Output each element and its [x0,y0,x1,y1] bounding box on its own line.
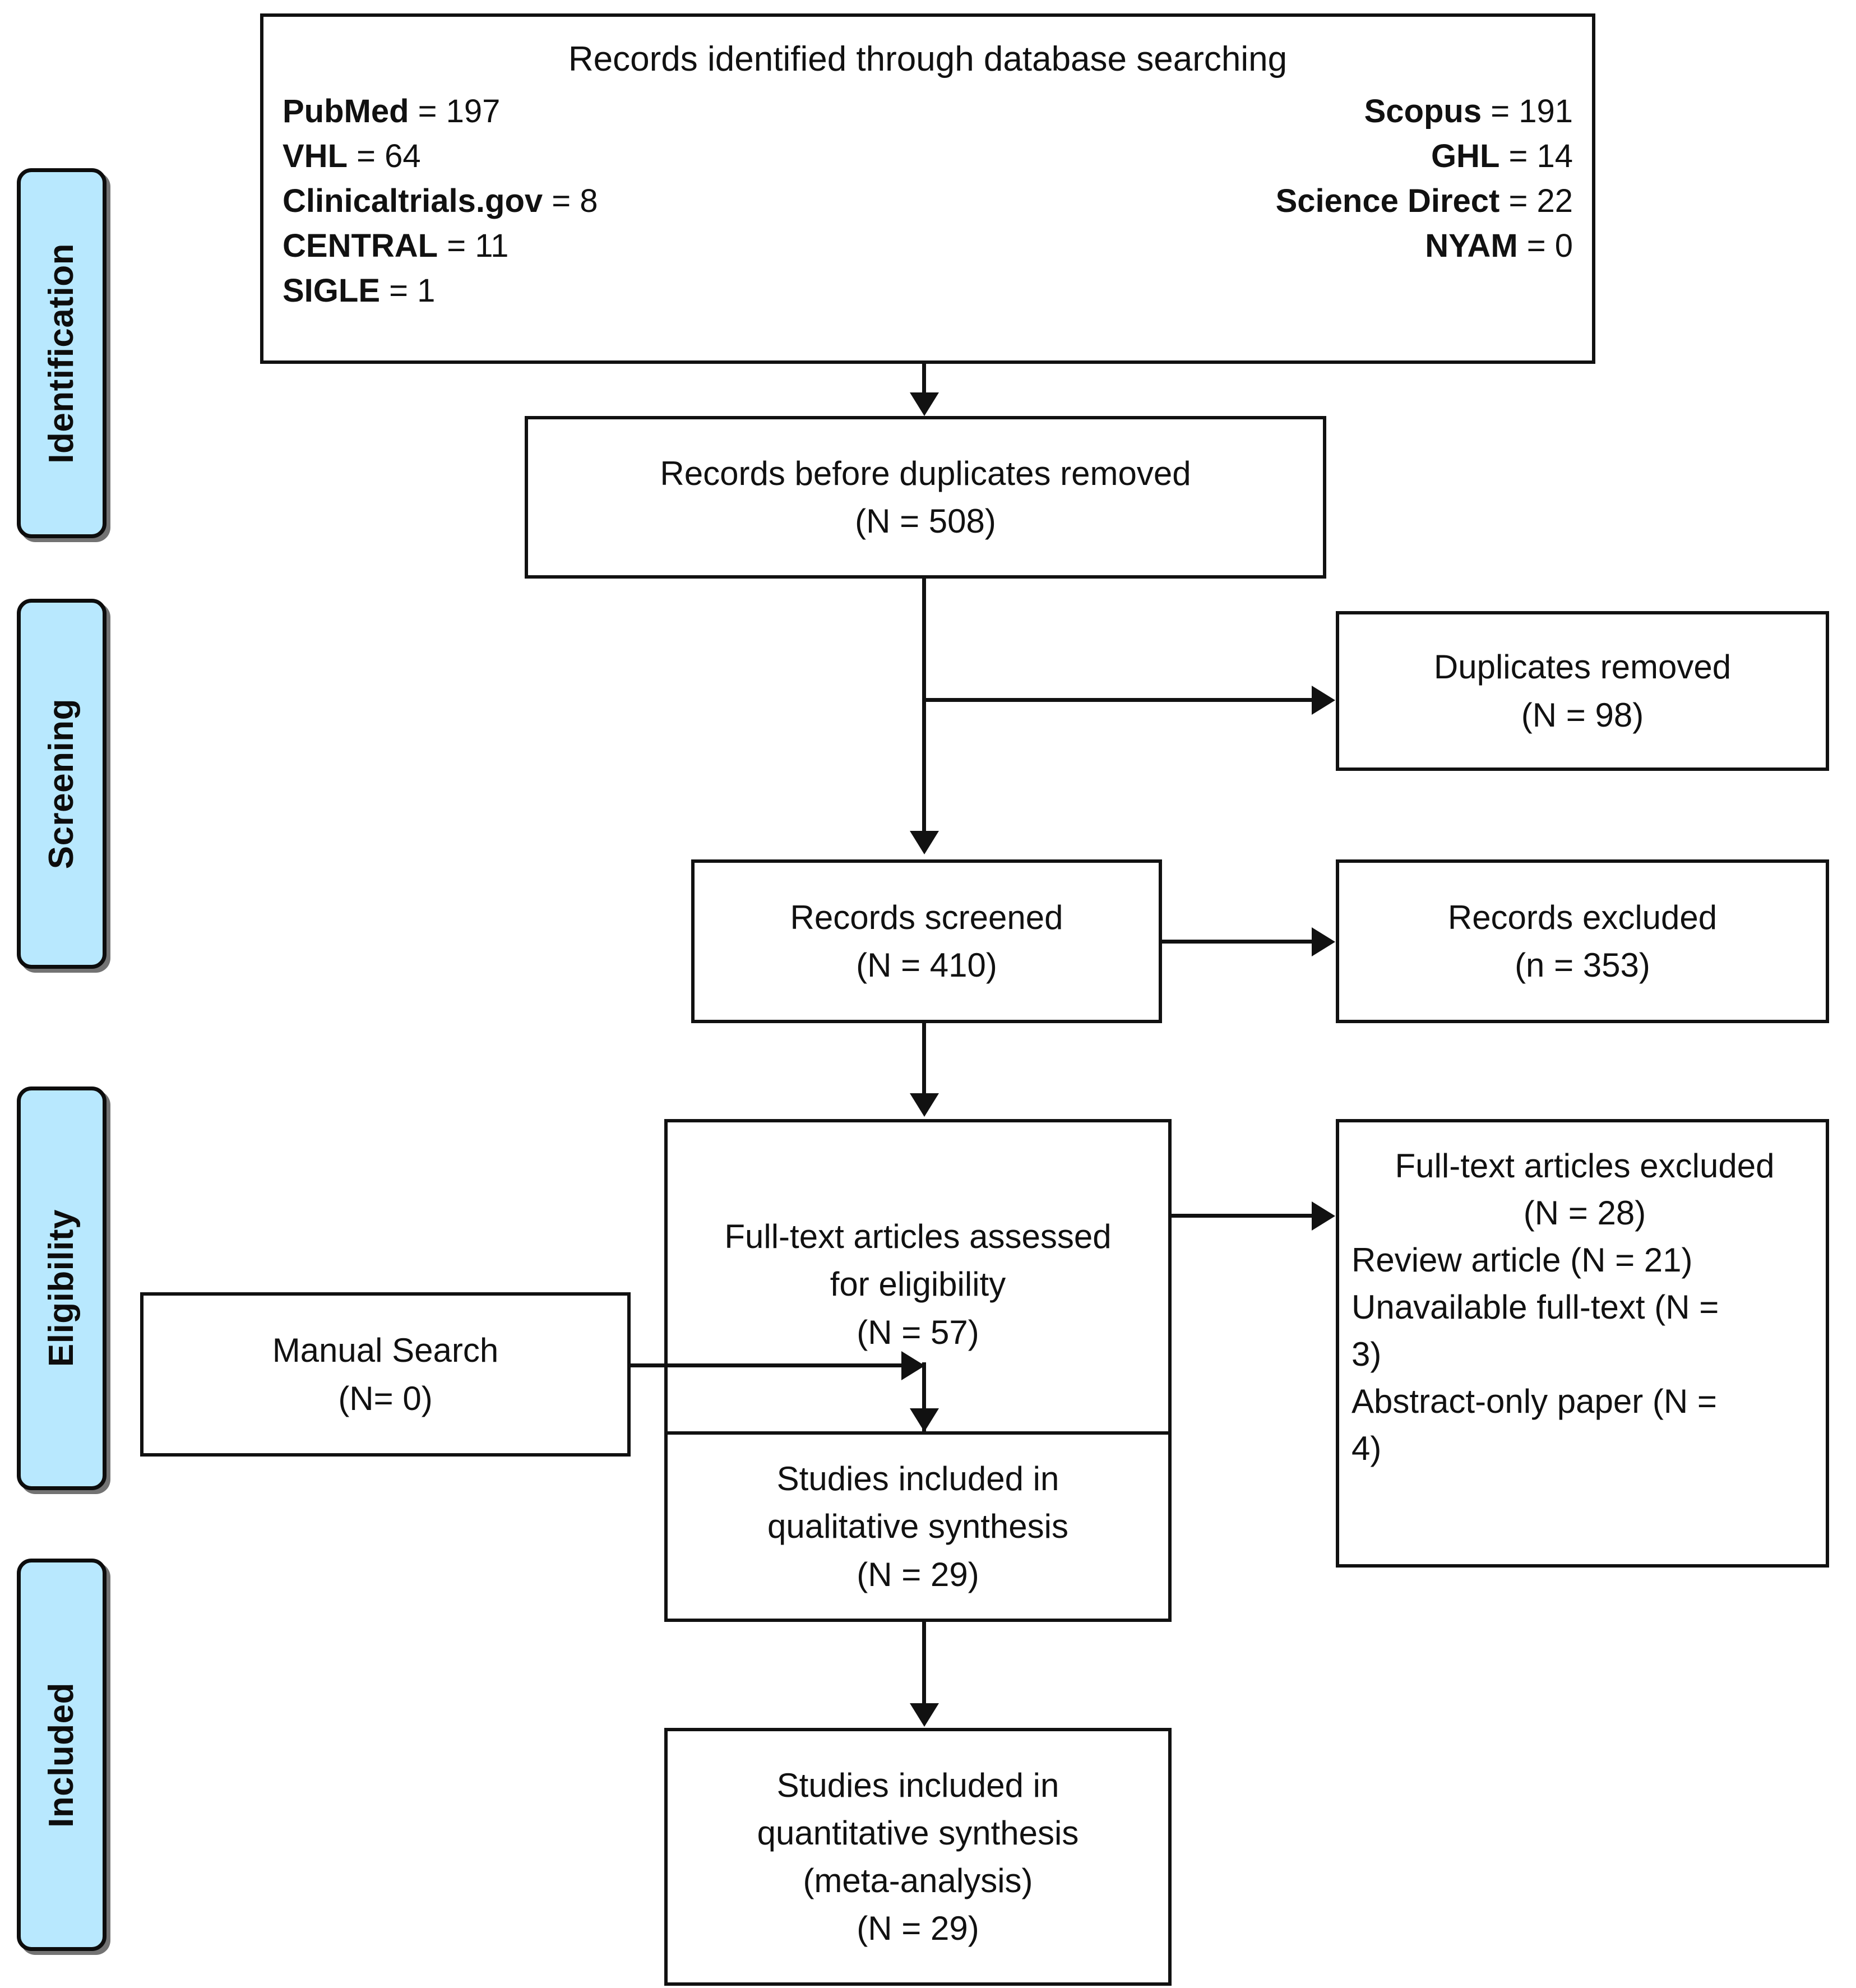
fulltext-excluded-line5: 3) [1351,1335,1382,1373]
connector-fulltext-to-qualitative-upper [922,1362,926,1452]
fulltext-excluded-line2: (N = 28) [1523,1194,1646,1232]
source-name-sigle: SIGLE [283,272,381,309]
box-qualitative-synthesis: Studies included in qualitative synthesi… [664,1431,1172,1622]
source-value-clinicaltrials: = 8 [543,182,598,219]
qualitative-line2: qualitative synthesis [767,1508,1068,1546]
source-value-ghl: = 14 [1499,137,1573,174]
connector-identified-to-before-duplicates [922,364,926,395]
arrowhead-screened-to-fulltext [910,1093,939,1117]
fulltext-assessed-line2: for eligibility [830,1265,1006,1303]
source-row-ghl: GHL = 14 [1431,134,1573,179]
stage-label-screening: Screening [42,698,81,870]
source-row-clinicaltrials: Clinicaltrials.gov = 8 [283,179,598,224]
fulltext-excluded-line6: Abstract-only paper (N = [1351,1383,1717,1420]
stage-label-identification: Identification [42,243,81,464]
stage-pill-eligibility: Eligibility [17,1087,107,1490]
records-screened-line1: Records screened [790,898,1063,936]
fulltext-excluded-line7: 4) [1351,1430,1382,1467]
box-records-identified: Records identified through database sear… [260,13,1595,364]
source-name-clinicaltrials: Clinicaltrials.gov [283,182,543,219]
quantitative-line4: (N = 29) [857,1910,979,1948]
stage-pill-screening: Screening [17,599,107,969]
source-row-sigle: SIGLE = 1 [283,269,598,313]
box-records-before-duplicates: Records before duplicates removed (N = 5… [525,416,1326,579]
records-excluded-line2: (n = 353) [1515,946,1650,984]
arrowhead-manual-search-to-qualitative [901,1351,925,1380]
source-name-central: CENTRAL [283,227,438,264]
source-value-vhl: = 64 [348,137,421,174]
qualitative-line3: (N = 29) [857,1555,979,1593]
quantitative-line2: quantitative synthesis [757,1814,1079,1852]
quantitative-line3: (meta-analysis) [803,1862,1033,1899]
source-name-sciencedirect: Science Direct [1275,182,1500,219]
source-name-scopus: Scopus [1364,93,1482,130]
manual-search-line1: Manual Search [272,1332,499,1370]
records-screened-line2: (N = 410) [856,946,997,984]
database-source-column-left: PubMed = 197 VHL = 64 Clinicaltrials.gov… [283,89,598,313]
source-row-pubmed: PubMed = 197 [283,89,598,134]
box-manual-search: Manual Search (N= 0) [140,1292,631,1457]
box-quantitative-synthesis: Studies included in quantitative synthes… [664,1728,1172,1986]
box-records-excluded: Records excluded (n = 353) [1336,859,1829,1023]
connector-manual-search-to-qualitative [631,1363,922,1367]
source-row-central: CENTRAL = 11 [283,224,598,269]
arrowhead-to-qualitative [910,1408,939,1432]
source-row-sciencedirect: Science Direct = 22 [1276,179,1573,224]
duplicates-removed-line2: (N = 98) [1521,696,1644,734]
connector-screened-to-excluded [1162,940,1313,944]
source-row-nyam: NYAM = 0 [1425,224,1573,269]
before-duplicates-line2: (N = 508) [855,502,996,540]
source-row-scopus: Scopus = 191 [1364,89,1573,134]
records-identified-headline: Records identified through database sear… [568,40,1288,78]
source-name-vhl: VHL [283,137,348,174]
arrowhead-to-records-excluded [1312,927,1335,956]
before-duplicates-line1: Records before duplicates removed [660,454,1191,492]
arrowhead-to-duplicates-removed [1312,686,1335,715]
fulltext-excluded-line4: Unavailable full-text (N = [1351,1288,1719,1326]
connector-before-duplicates-to-duplicates-removed [922,698,1315,702]
box-fulltext-assessed: Full-text articles assessed for eligibil… [664,1119,1172,1450]
quantitative-line1: Studies included in [776,1766,1059,1804]
arrowhead-identified-to-before-duplicates [910,392,939,416]
arrowhead-to-fulltext-excluded [1312,1201,1335,1231]
database-source-grid: PubMed = 197 VHL = 64 Clinicaltrials.gov… [283,89,1573,313]
stage-pill-identification: Identification [17,168,107,538]
box-duplicates-removed: Duplicates removed (N = 98) [1336,611,1829,771]
source-name-nyam: NYAM [1425,227,1518,264]
connector-before-duplicates-stem [922,579,926,834]
source-value-sigle: = 1 [380,272,436,309]
source-value-sciencedirect: = 22 [1499,182,1573,219]
records-excluded-line1: Records excluded [1447,898,1718,936]
database-source-column-right: Scopus = 191 GHL = 14 Science Direct = 2… [1276,89,1573,313]
arrowhead-before-duplicates-to-screened [910,831,939,854]
source-name-ghl: GHL [1431,137,1500,174]
fulltext-excluded-line1: Full-text articles excluded [1395,1147,1775,1185]
source-value-pubmed: = 197 [409,93,501,130]
box-records-screened: Records screened (N = 410) [691,859,1162,1023]
stage-pill-included: Included [17,1559,107,1951]
connector-fulltext-to-fulltext-excluded [1172,1214,1314,1218]
source-value-scopus: = 191 [1482,93,1573,130]
source-value-nyam: = 0 [1517,227,1573,264]
source-name-pubmed: PubMed [283,93,409,130]
qualitative-line1: Studies included in [776,1460,1059,1498]
source-value-central: = 11 [438,227,509,264]
stage-label-eligibility: Eligibility [42,1209,81,1367]
fulltext-excluded-line3: Review article (N = 21) [1351,1241,1693,1279]
connector-screened-to-fulltext [922,1023,926,1095]
stage-label-included: Included [42,1682,81,1828]
fulltext-assessed-line3: (N = 57) [857,1313,979,1351]
manual-search-line2: (N= 0) [338,1379,433,1417]
connector-qualitative-to-quantitative [922,1622,926,1706]
box-fulltext-excluded: Full-text articles excluded (N = 28) Rev… [1336,1119,1829,1568]
source-row-vhl: VHL = 64 [283,134,598,179]
duplicates-removed-line1: Duplicates removed [1433,648,1732,686]
arrowhead-to-quantitative [910,1703,939,1727]
fulltext-assessed-line1: Full-text articles assessed [724,1218,1112,1256]
